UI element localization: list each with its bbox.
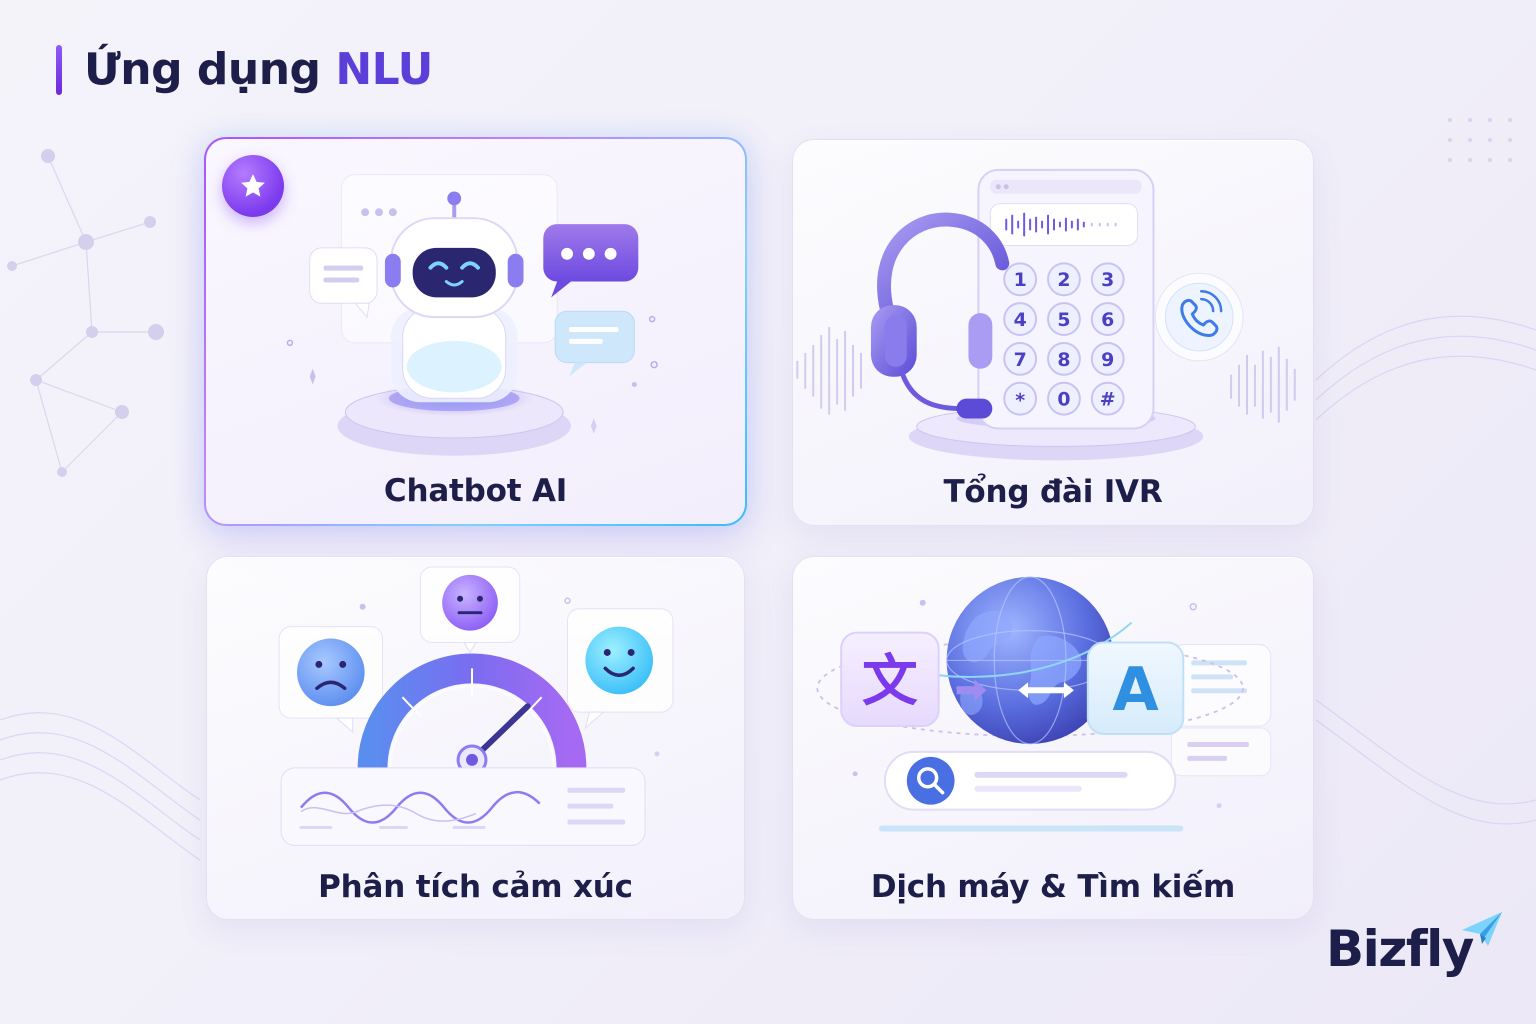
page-header: Ứng dụng NLU xyxy=(56,44,433,96)
card-sentiment[interactable]: Phân tích cảm xúc xyxy=(206,556,745,920)
keypad-key: 9 xyxy=(1101,349,1114,371)
keypad-key: 1 xyxy=(1014,269,1027,291)
keypad-key: 0 xyxy=(1057,389,1070,411)
brand-name: Bizfly xyxy=(1326,920,1474,978)
keypad-key: 4 xyxy=(1014,309,1027,331)
keypad-key: * xyxy=(1015,390,1025,412)
card-label-sentiment: Phân tích cảm xúc xyxy=(318,869,633,905)
card-translation-search[interactable]: 文 A Dịch máy & Tìm kiếm xyxy=(792,556,1314,920)
translation-globe-illustration: 文 A xyxy=(816,576,1272,832)
keypad-key: 2 xyxy=(1057,269,1070,291)
brand-logo: Bizfly xyxy=(1326,912,1506,988)
keypad-key: 6 xyxy=(1101,309,1114,331)
chatbot-robot-illustration xyxy=(286,174,658,456)
page-title: Ứng dụng NLU xyxy=(84,48,433,92)
keypad-key: 8 xyxy=(1057,349,1070,371)
card-label-translation: Dịch máy & Tìm kiếm xyxy=(870,869,1236,905)
page-title-prefix: Ứng dụng xyxy=(84,44,336,95)
card-chatbot-ai[interactable]: Chatbot AI xyxy=(204,137,747,526)
keypad-key: # xyxy=(1100,389,1116,411)
keypad-key: 5 xyxy=(1057,309,1070,331)
sentiment-gauge-illustration xyxy=(278,566,674,846)
keypad-key: 7 xyxy=(1014,349,1027,371)
star-icon xyxy=(241,174,265,197)
ivr-phone-illustration: 1 2 3 4 5 6 7 8 9 * 0 # xyxy=(796,168,1296,461)
card-label-ivr: Tổng đài IVR xyxy=(943,474,1163,510)
paper-plane-icon xyxy=(1462,912,1502,946)
page-title-highlight: NLU xyxy=(335,44,433,95)
featured-star-badge xyxy=(222,155,284,217)
title-accent-bar xyxy=(56,45,62,95)
card-label-chatbot: Chatbot AI xyxy=(383,473,568,509)
keypad-key: 3 xyxy=(1101,269,1114,291)
target-glyph-a: A xyxy=(1112,656,1158,725)
source-glyph-wen: 文 xyxy=(862,649,918,714)
card-ivr[interactable]: 1 2 3 4 5 6 7 8 9 * 0 # Tổng đài IVR xyxy=(792,139,1314,526)
